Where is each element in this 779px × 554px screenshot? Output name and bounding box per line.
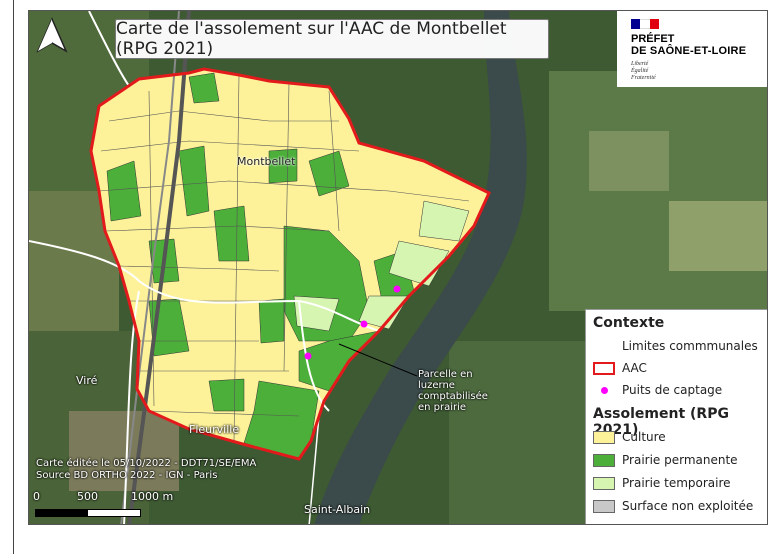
parcel-prairie-permanente <box>188 72 220 104</box>
page-left-border <box>13 0 14 554</box>
flag-stripe-white <box>640 19 650 29</box>
legend-label: Surface non exploitée <box>622 499 754 513</box>
credit-line-edition: Carte éditée le 05/10/2022 - DDT71/SE/EM… <box>36 458 257 469</box>
motto-egalite: Égalité <box>631 68 649 74</box>
surface-non-exploitee-swatch <box>593 499 615 513</box>
parcel-boundary <box>148 410 300 417</box>
field-patch <box>449 341 589 524</box>
well-point <box>360 320 368 328</box>
place-label-fleurville: Fleurville <box>189 423 240 436</box>
parcel-prairie-permanente <box>213 205 250 262</box>
parcel-boundary <box>283 82 290 372</box>
communal-limit <box>29 240 380 332</box>
legend-label: Prairie permanente <box>622 453 738 467</box>
parcel-prairie-permanente <box>308 150 350 197</box>
prairie-permanente-swatch <box>593 453 615 467</box>
legend-item-communal-limits: Limites commmunales <box>593 339 758 353</box>
legend-label: Culture <box>622 430 666 444</box>
annotation-line: luzerne <box>418 380 455 391</box>
well-dot-icon <box>593 384 615 397</box>
well-point <box>304 352 312 360</box>
map-title: Carte de l'assolement sur l'AAC de Montb… <box>115 19 549 59</box>
legend-item-prairie-temporaire: Prairie temporaire <box>593 476 731 490</box>
prefet-line1: PRÉFET <box>631 33 675 45</box>
highway <box>120 11 180 524</box>
legend-box: Contexte Limites commmunales AAC Puits d… <box>585 309 767 524</box>
parcel-boundary <box>118 265 280 272</box>
marianne-flag-icon <box>631 19 659 29</box>
scale-segment <box>36 510 88 516</box>
well-point <box>393 285 401 293</box>
parcel-boundary <box>100 140 360 152</box>
parcel-boundary <box>104 225 330 232</box>
legend-label: AAC <box>622 361 647 375</box>
annotation-leader <box>338 343 418 377</box>
parcel-prairie-permanente <box>258 298 285 344</box>
map-frame[interactable]: Carte de l'assolement sur l'AAC de Montb… <box>28 10 768 525</box>
credit-line-source: Source BD ORTHO 2022 - IGN - Paris <box>36 470 218 481</box>
parcel-prairie-permanente <box>178 145 210 217</box>
legend-label: Limites commmunales <box>622 339 758 353</box>
legend-item-culture: Culture <box>593 430 666 444</box>
scale-segment <box>88 510 140 516</box>
prefet-logo: PRÉFET DE SAÔNE-ET-LOIRE Liberté Égalité… <box>617 11 767 87</box>
scale-bar <box>35 509 141 517</box>
luzerne-annotation: Parcelle en luzerne comptabilisée en pra… <box>418 369 488 413</box>
scale-label-0: 0 <box>33 490 40 503</box>
motto-fraternite: Fraternité <box>631 75 656 81</box>
railway <box>127 11 191 524</box>
scale-labels: 0 500 1000 m <box>33 490 213 504</box>
legend-label: Prairie temporaire <box>622 476 731 490</box>
scale-label-1000: 1000 m <box>131 490 174 503</box>
parcel-prairie-temporaire <box>388 240 450 287</box>
parcel-boundary <box>328 90 340 232</box>
legend-item-surface-non-exploitee: Surface non exploitée <box>593 499 753 513</box>
aac-swatch <box>593 361 615 375</box>
legend-item-aac: AAC <box>593 361 647 375</box>
place-label-montbellet: Montbellet <box>237 155 296 168</box>
river-saone <box>314 11 527 524</box>
legend-label: Puits de captage <box>622 383 723 397</box>
place-label-saint-albain: Saint-Albain <box>304 503 371 516</box>
motto-liberte: Liberté <box>631 61 649 67</box>
flag-stripe-blue <box>631 19 641 29</box>
scale-label-500: 500 <box>77 490 98 503</box>
map-credits: Carte éditée le 05/10/2022 - DDT71/SE/EM… <box>36 458 256 482</box>
parcel-boundary <box>233 74 240 442</box>
culture-swatch <box>593 430 615 444</box>
communal-limit-swatch <box>593 340 615 353</box>
north-arrow-icon <box>34 17 70 59</box>
flag-stripe-red <box>649 19 659 29</box>
annotation-line: Parcelle en <box>418 369 473 380</box>
parcel-boundary <box>108 110 339 122</box>
annotation-line: comptabilisée <box>418 391 488 402</box>
field-patch <box>669 201 767 271</box>
annotation-line: en prairie <box>418 402 467 413</box>
prairie-temporaire-swatch <box>593 476 615 490</box>
legend-context-title: Contexte <box>593 315 665 331</box>
legend-item-prairie-permanente: Prairie permanente <box>593 453 738 467</box>
place-label-vire: Viré <box>76 374 98 387</box>
parcel-prairie-temporaire <box>418 200 470 242</box>
road <box>308 415 320 524</box>
parcel-prairie-permanente <box>106 160 142 222</box>
parcel-prairie-permanente <box>208 378 245 412</box>
communal-limit <box>88 11 130 87</box>
field-patch <box>69 411 179 491</box>
field-patch <box>589 131 669 191</box>
prefet-line2: DE SAÔNE-ET-LOIRE <box>631 45 747 57</box>
legend-item-wells: Puits de captage <box>593 383 722 397</box>
parcel-prairie-temporaire <box>293 295 340 332</box>
aac-outline <box>89 67 491 461</box>
communal-limit <box>123 290 140 524</box>
parcel-prairie-temporaire <box>358 295 410 330</box>
